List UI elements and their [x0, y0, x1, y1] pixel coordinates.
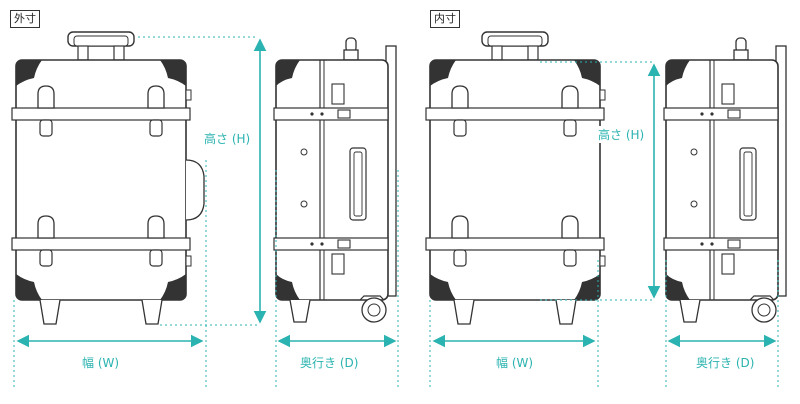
outer-side-view [273, 37, 397, 323]
outer-width-label: 幅 (W) [82, 354, 120, 371]
outer-front-view [11, 31, 205, 325]
inner-dimensions-tag: 内寸 [430, 10, 460, 28]
inner-height-label: 高さ (H) [598, 126, 645, 143]
outer-dimensions-tag: 外寸 [10, 10, 40, 28]
inner-width-label: 幅 (W) [496, 354, 534, 371]
outer-guide-lines [13, 36, 399, 390]
outer-height-label: 高さ (H) [204, 130, 251, 147]
inner-side-view [663, 37, 787, 323]
inner-guide-lines [429, 61, 779, 390]
outer-depth-label: 奥行き (D) [300, 354, 359, 371]
inner-depth-label: 奥行き (D) [696, 354, 755, 371]
inner-front-view [425, 31, 606, 325]
